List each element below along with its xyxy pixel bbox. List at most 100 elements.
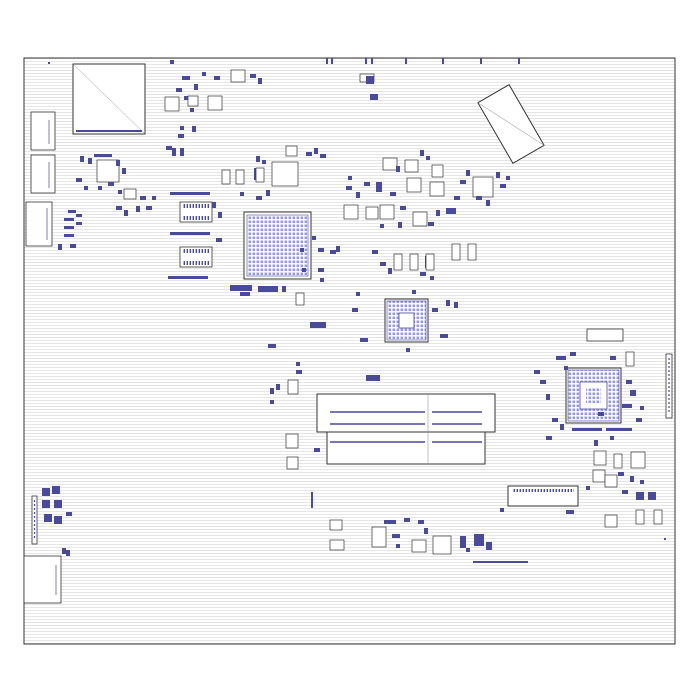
smd-pad [140,196,146,200]
smd-pad [640,406,644,410]
smd-pad [42,488,50,496]
smd-pad [320,154,326,158]
smd-pad [618,472,624,476]
ic-outline [592,469,606,483]
passive-chip [625,351,635,367]
smd-pad [66,512,72,516]
smd-pad [262,160,266,164]
smd-pad [218,212,222,218]
smd-pad [336,246,340,252]
smd-pad [610,356,616,360]
smd-pad [356,192,360,198]
smd-pad [370,94,378,100]
smd-pad [230,285,252,291]
smd-pad [384,520,396,524]
smd-pad [376,182,382,192]
smd-pad [182,76,190,80]
smd-pad [496,172,500,178]
smd-pad [170,60,174,64]
smd-pad [184,96,188,100]
smd-pad [630,390,636,396]
smd-pad [622,404,632,408]
lan-connector [25,201,53,247]
smd-pad [64,218,74,221]
smd-pad [396,166,400,172]
smd-pad [48,62,50,64]
smd-pad [440,334,448,338]
passive-chip [409,253,419,271]
smd-pad [202,72,206,76]
ic-outline [431,164,444,178]
smd-pad [194,84,198,90]
smd-pad [88,158,92,164]
passive-chip [451,243,461,261]
ic-outline [406,177,422,193]
board-outline [23,57,676,645]
smd-pad [312,236,316,240]
ic-outline [329,539,345,551]
smd-pad [430,276,434,280]
smd-pad [352,308,358,312]
smd-pad [80,156,84,162]
smd-pad [346,186,352,190]
smd-pad [270,388,274,394]
passive-chip [255,167,265,183]
smd-pad [270,400,274,404]
smd-pad [314,148,318,154]
smd-pad [540,380,546,384]
ic-outline [285,433,299,449]
smd-pad [266,190,270,196]
ic-outline [593,450,607,466]
smd-pad [296,370,302,374]
smd-pad [630,476,634,482]
passive-chip [425,253,435,271]
ic-outline [371,526,387,548]
smd-pad [570,352,576,356]
smd-pad [76,178,82,182]
smd-pad [404,518,410,522]
smd-pad [54,516,62,524]
smd-pad [94,154,112,157]
smd-pad [166,146,172,150]
smd-pad [310,322,326,328]
smd-pad [546,394,550,400]
smd-pad [98,186,102,190]
smd-pad [424,528,428,534]
smd-pad [366,76,374,84]
smd-pad [212,202,216,208]
smd-pad [330,250,336,254]
smd-pad [556,356,566,360]
ic-outline [295,292,305,306]
smd-pad [372,250,378,254]
smd-pad [64,234,74,237]
ic-outline [187,95,199,107]
smd-pad [170,192,210,195]
smd-pad [622,490,628,494]
smd-pad [240,292,250,296]
usb-connector-top [30,111,56,151]
smd-pad [460,180,466,184]
smd-pad [306,152,312,156]
smd-pad [398,222,402,228]
smd-pad [258,286,278,292]
smd-pad [412,290,416,294]
smd-pad [44,514,52,522]
smd-pad [314,448,320,452]
smd-pad [256,196,262,200]
smd-pad [58,244,62,250]
passive-chip [235,169,245,185]
smd-pad [476,196,482,200]
smd-pad [396,544,400,548]
passive-chip [613,453,623,469]
smd-pad [124,210,128,216]
smd-pad [640,480,644,484]
smd-pad [598,412,604,416]
bridge-bga [384,298,429,343]
usb-connector-middle [30,154,56,194]
side-header-right [665,353,673,419]
smd-pad [318,248,324,252]
smd-pad [62,548,66,554]
smd-pad [626,380,632,384]
smd-pad [276,384,280,390]
